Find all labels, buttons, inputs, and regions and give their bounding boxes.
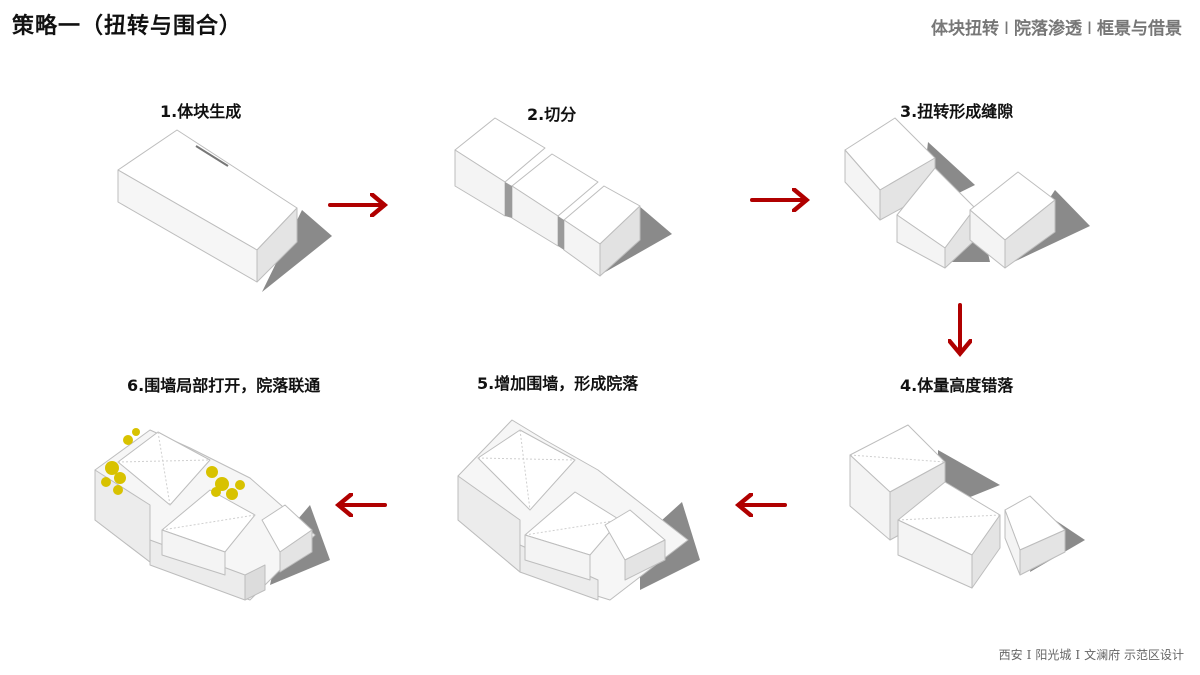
tag-framing: 框景与借景: [1097, 19, 1182, 39]
step-label-5: 5.增加围墙，形成院落: [477, 374, 639, 393]
roof-ridge: [524, 519, 621, 536]
block-mid-side: [161, 529, 226, 576]
roof-ridge: [117, 459, 211, 463]
block-c-end: [599, 205, 641, 277]
tag-separator: I: [1003, 19, 1009, 39]
step-label-6: 6.围墙局部打开，院落联通: [127, 376, 321, 395]
footer-city: 西安: [998, 648, 1023, 662]
step-label-1: 1.体块生成: [160, 102, 242, 121]
massing-step-6: [94, 428, 330, 601]
roof-ridge: [477, 457, 576, 461]
tag-twist: 体块扭转: [930, 19, 999, 39]
block-small-end: [279, 529, 313, 573]
step-label-3: 3.扭转形成缝隙: [900, 102, 1014, 121]
block-small-end: [624, 539, 666, 581]
footer-developer: 阳光城: [1035, 648, 1072, 662]
page-title: 策略一（扭转与围合）: [12, 14, 243, 39]
gap: [558, 216, 564, 250]
courtyard-trees: [101, 428, 245, 500]
gap: [505, 182, 512, 218]
footer-separator: I: [1026, 648, 1032, 662]
cut-line: [195, 145, 229, 167]
massing-step-3: [844, 117, 1090, 269]
block-right-end: [1004, 199, 1056, 269]
footer-separator: I: [1075, 648, 1081, 662]
wall-opening: [244, 564, 266, 601]
footer-project: 文澜府: [1084, 648, 1121, 662]
roof-ridge: [519, 429, 531, 511]
flow-arrows: [328, 200, 960, 505]
roof-ridge: [157, 431, 171, 506]
tag-courtyard: 院落渗透: [1013, 19, 1082, 39]
block-small-end: [1019, 529, 1066, 576]
massing-step-4: [849, 424, 1085, 589]
massing-step-1: [117, 129, 332, 292]
roof-ridge: [897, 514, 1001, 521]
step-label-2: 2.切分: [527, 105, 577, 124]
block-mid-end: [971, 514, 1001, 589]
massing-step-5: [457, 419, 700, 601]
block-mid-side: [524, 534, 591, 581]
step-label-4: 4.体量高度错落: [900, 376, 1014, 395]
shadow: [262, 210, 332, 292]
massing-step-2: [454, 117, 672, 277]
end-face: [256, 207, 298, 283]
tag-separator: I: [1086, 19, 1092, 39]
footer-scope: 示范区设计: [1123, 648, 1184, 662]
